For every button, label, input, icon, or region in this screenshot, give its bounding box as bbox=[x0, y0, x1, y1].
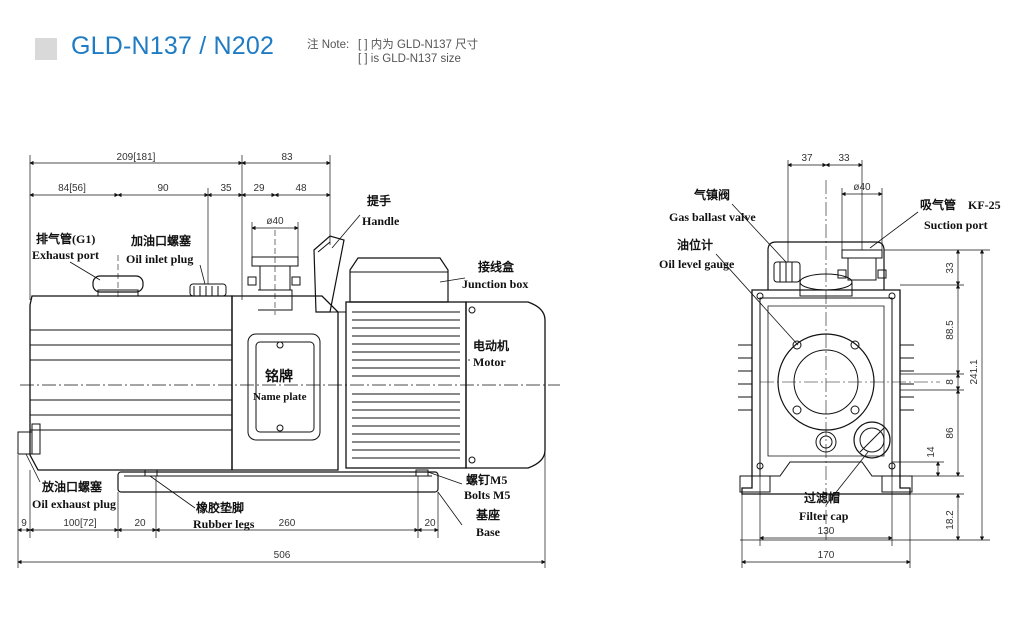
side-dimensions bbox=[17, 155, 546, 568]
dim-37: 37 bbox=[801, 153, 813, 164]
dim-14: 14 bbox=[926, 446, 937, 458]
label-base-cn: 基座 bbox=[475, 507, 500, 522]
junction-box bbox=[349, 257, 449, 303]
handle bbox=[313, 235, 345, 313]
dim-port-diameter: ø40 bbox=[853, 182, 871, 193]
label-suction-cn: 吸气管 bbox=[920, 197, 956, 212]
dim-20-right: 20 bbox=[424, 518, 436, 529]
label-motor-cn: 电动机 bbox=[473, 338, 509, 353]
label-junction-cn: 接线盒 bbox=[478, 259, 515, 274]
dim-motor-top: 83 bbox=[281, 152, 293, 163]
side-view bbox=[17, 230, 560, 493]
label-rubber-cn: 橡胶垫脚 bbox=[196, 500, 244, 515]
side-labels: 排气管(G1) Exhaust port 加油口螺塞 Oil inlet plu… bbox=[32, 193, 528, 539]
dim-86: 86 bbox=[945, 427, 956, 439]
suction-port-front bbox=[837, 249, 887, 281]
dim-8: 8 bbox=[945, 379, 956, 385]
dim-33-right: 33 bbox=[945, 262, 956, 274]
label-nameplate-cn: 铭牌 bbox=[265, 368, 293, 385]
label-handle-en: Handle bbox=[362, 214, 400, 228]
exhaust-port bbox=[92, 255, 144, 300]
label-base-en: Base bbox=[476, 525, 501, 539]
dim-inlet-diameter: ø40 bbox=[266, 216, 284, 227]
model-title: GLD-N137 / N202 bbox=[71, 32, 275, 60]
label-suction-en: Suction port bbox=[924, 218, 988, 232]
bracket-housing bbox=[231, 295, 346, 471]
dim-oil-inlet-span: 90 bbox=[157, 183, 169, 194]
label-oil-inlet-en: Oil inlet plug bbox=[126, 252, 193, 266]
title-marker-square bbox=[35, 38, 57, 60]
front-labels: 气镇阀 Gas ballast valve 油位计 Oil level gaug… bbox=[659, 187, 1001, 523]
dim-100: 100[72] bbox=[63, 518, 97, 529]
dim-20-left: 20 bbox=[134, 518, 146, 529]
dim-88-5: 88.5 bbox=[945, 320, 956, 340]
filter-cap bbox=[853, 421, 891, 459]
dim-130: 130 bbox=[818, 526, 835, 537]
dim-total-top: 209[181] bbox=[117, 152, 156, 163]
suction-port-side bbox=[247, 230, 301, 315]
dim-170: 170 bbox=[818, 550, 835, 561]
label-handle-cn: 提手 bbox=[367, 193, 391, 208]
label-oil-level-cn: 油位计 bbox=[677, 237, 713, 252]
label-exhaust-cn: 排气管(G1) bbox=[36, 231, 95, 246]
dim-33-top: 33 bbox=[838, 153, 850, 164]
front-view bbox=[738, 180, 940, 540]
base bbox=[117, 469, 439, 493]
dim-18-2: 18.2 bbox=[945, 510, 956, 530]
front-leaders bbox=[715, 203, 919, 506]
label-oil-inlet-cn: 加油口螺塞 bbox=[130, 233, 192, 248]
label-bolts-cn: 螺钉M5 bbox=[466, 472, 507, 487]
dim-9: 9 bbox=[21, 518, 27, 529]
label-gas-ballast-cn: 气镇阀 bbox=[693, 187, 730, 202]
note-label: 注 Note: bbox=[307, 39, 350, 51]
label-nameplate-en: Name plate bbox=[253, 391, 307, 403]
label-filter-en: Filter cap bbox=[799, 509, 849, 523]
header: GLD-N137 / N202 注 Note: [ ] 内为 GLD-N137 … bbox=[0, 0, 1014, 80]
dim-48: 48 bbox=[295, 183, 307, 194]
dim-29: 29 bbox=[253, 183, 265, 194]
dim-260: 260 bbox=[279, 518, 296, 529]
dim-241-1: 241.1 bbox=[969, 359, 980, 384]
side-dimension-text: 209[181] 83 84[56] 90 35 29 48 ø40 9 100… bbox=[21, 152, 436, 561]
oil-level-gauge bbox=[815, 431, 837, 453]
label-oil-exhaust-en: Oil exhaust plug bbox=[32, 497, 116, 511]
label-rubber-en: Rubber legs bbox=[193, 517, 255, 531]
dim-total-length: 506 bbox=[274, 550, 291, 561]
label-junction-en: Junction box bbox=[462, 277, 528, 291]
label-oil-exhaust-cn: 放油口螺塞 bbox=[41, 479, 103, 494]
note-line-chinese: [ ] 内为 GLD-N137 尺寸 bbox=[358, 39, 479, 51]
oil-exhaust-plug bbox=[17, 423, 41, 455]
label-filter-cn: 过滤帽 bbox=[804, 490, 840, 505]
label-suction-kf: KF-25 bbox=[968, 198, 1001, 212]
dim-exhaust-offset: 84[56] bbox=[58, 183, 86, 194]
label-exhaust-en: Exhaust port bbox=[32, 248, 99, 262]
label-oil-level-en: Oil level gauge bbox=[659, 257, 735, 271]
label-motor-en: Motor bbox=[473, 355, 506, 369]
oil-inlet-plug bbox=[189, 283, 227, 297]
front-dimensions bbox=[740, 160, 990, 568]
label-gas-ballast-en: Gas ballast valve bbox=[669, 210, 756, 224]
motor-flange bbox=[760, 180, 940, 540]
dim-35: 35 bbox=[220, 183, 232, 194]
side-leaders bbox=[25, 214, 470, 526]
front-dimension-text: 37 33 ø40 33 88.5 8 86 14 18.2 241.1 130… bbox=[801, 153, 980, 561]
gas-ballast-valve bbox=[773, 261, 801, 283]
note-line-english: [ ] is GLD-N137 size bbox=[358, 53, 461, 65]
label-bolts-en: Bolts M5 bbox=[464, 488, 510, 502]
